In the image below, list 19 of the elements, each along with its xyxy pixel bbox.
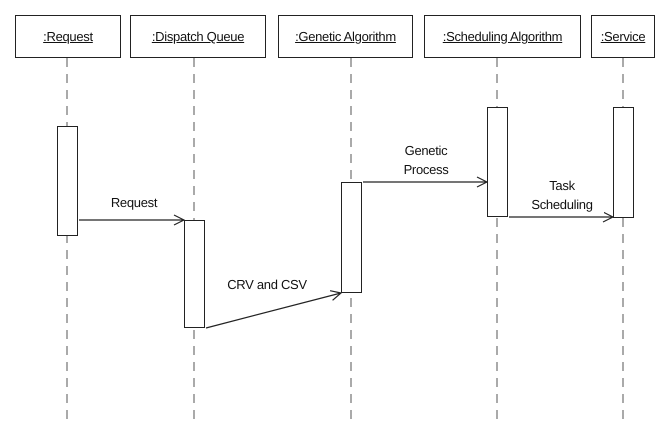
object-box — [591, 15, 655, 58]
message-arrow — [509, 211, 614, 223]
message-arrow — [79, 214, 185, 226]
activation-bar — [613, 107, 634, 218]
activation-bar — [184, 220, 205, 328]
object-box — [15, 15, 121, 58]
activation-bar — [487, 107, 508, 217]
message-arrow — [206, 290, 342, 329]
object-box — [278, 15, 413, 58]
object-name: :Dispatch Queue — [152, 29, 244, 44]
activation-bar — [57, 126, 78, 236]
object-box — [424, 15, 581, 58]
object-name: :Scheduling Algorithm — [442, 29, 562, 44]
object-name: :Service — [600, 29, 646, 44]
message-arrow — [363, 176, 488, 188]
object-name: :Genetic Algorithm — [295, 29, 396, 44]
object-name: :Request — [43, 29, 93, 44]
object-box — [130, 15, 266, 58]
activation-bar — [341, 182, 362, 293]
